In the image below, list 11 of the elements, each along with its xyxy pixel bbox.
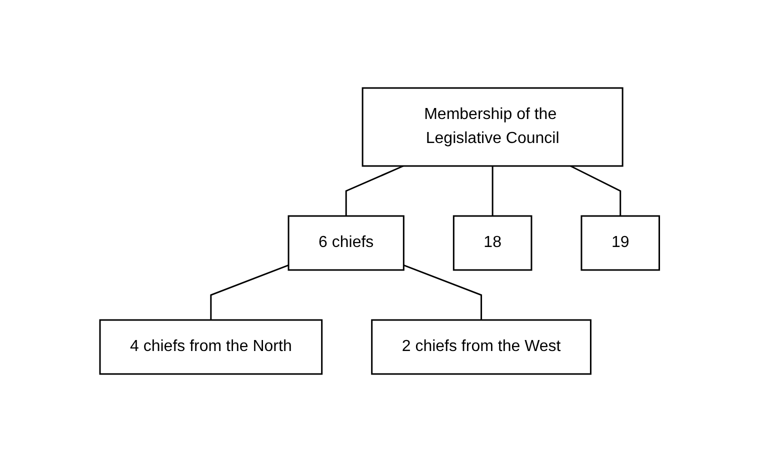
connector [345, 164, 404, 216]
node-box: 6 chiefs [288, 214, 404, 270]
node-box: 18 [452, 214, 532, 270]
connector [492, 166, 494, 216]
connector [570, 164, 621, 216]
node-box: 4 chiefs from the North [99, 318, 322, 374]
node-box: 2 chiefs from the West [370, 318, 592, 374]
node-box: Membership of the Legislative Council [362, 86, 624, 166]
node-box: 19 [580, 214, 660, 270]
connector [403, 264, 482, 320]
connector [210, 264, 289, 320]
